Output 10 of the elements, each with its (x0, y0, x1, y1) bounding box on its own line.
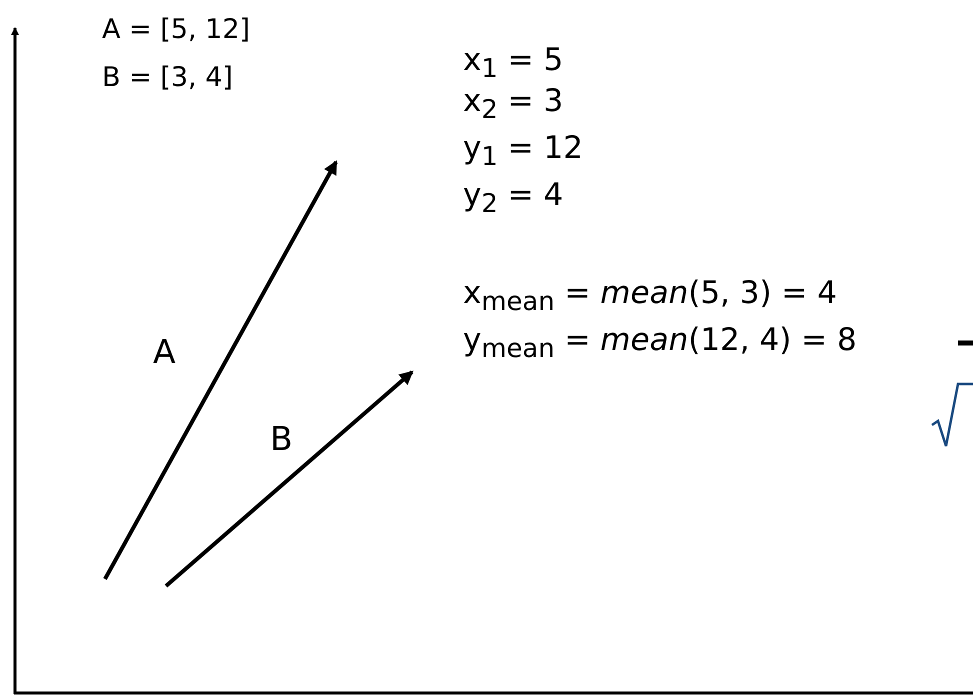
equation: x$_{1}$ = 5 (463, 45, 564, 84)
equation: y$_{1}$ = 12 (463, 133, 583, 172)
equation: x$_{2}$ = 3 (463, 86, 564, 124)
equation: y$_{2}$ = 4 (463, 180, 564, 218)
vector-definition: A = [5, 12] (102, 16, 250, 43)
vector-label: B (270, 422, 293, 455)
equation: y$_{mean}$ = mean(12, 4) = 8 (463, 325, 857, 364)
vector-definition: B = [3, 4] (102, 64, 233, 91)
equation: x$_{mean}$ = mean(5, 3) = 4 (463, 278, 837, 316)
vector-label: A (153, 335, 176, 368)
